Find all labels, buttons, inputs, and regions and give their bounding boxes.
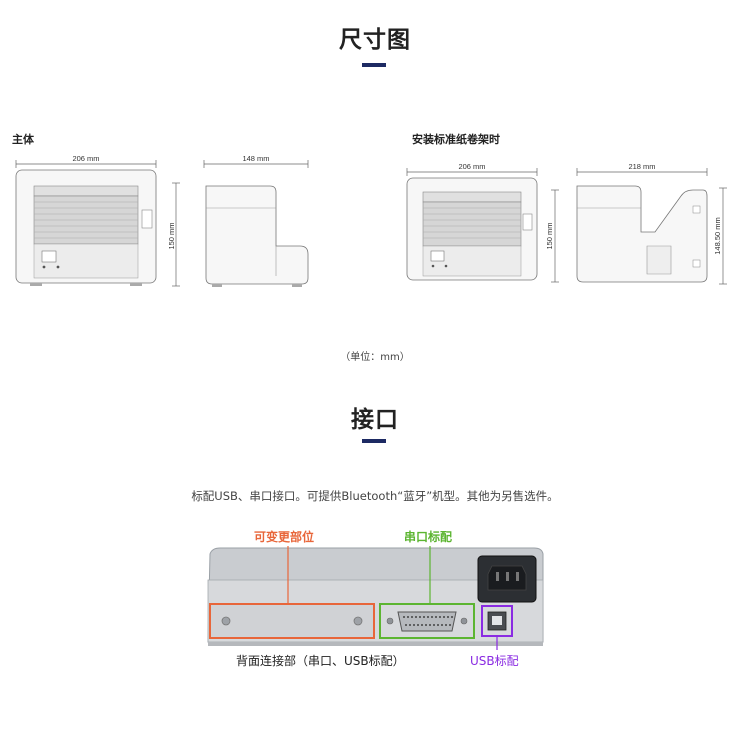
main-body-label: 主体 [12,133,34,146]
rear-connector-caption: 背面连接部（串口、USB标配） [236,654,405,668]
variable-part-callout: 可变更部位 [254,530,315,544]
rear-panel-illustration [207,546,544,650]
usb-port [481,605,513,637]
with-holder-label: 安装标准纸卷架时 [412,133,500,146]
serial-port [379,603,475,639]
serial-standard-callout: 串口标配 [404,530,453,544]
holder-side-view: 218 mm 148.50 mm [576,162,727,285]
main-body-drawing: 206 mm 150 mm 148 mm [15,154,309,287]
holder-front-view: 206 mm 150 mm [406,162,559,283]
body-side-depth-dim: 148 mm [242,154,269,163]
body-front-width-dim: 206 mm [72,154,99,163]
body-height-dim: 150 mm [167,222,176,249]
interface-title: 接口 [351,407,399,433]
holder-front-width-dim: 206 mm [458,162,485,171]
main-body-side-view: 148 mm [203,154,309,287]
interface-description: 标配USB、串口接口。可提供Bluetooth“蓝牙”机型。其他为另售选件。 [191,489,559,503]
dimensions-title-underline [362,63,386,67]
power-socket [477,555,537,603]
with-holder-drawing: 206 mm 150 mm 218 mm 148.50 mm [406,162,727,285]
usb-standard-callout: USB标配 [470,654,519,668]
holder-side-depth-dim: 218 mm [628,162,655,171]
interface-title-underline [362,439,386,443]
holder-side-height-dim: 148.50 mm [713,217,722,255]
variable-part-plate [209,603,375,639]
unit-note: （单位：mm） [340,352,410,363]
dimensions-title: 尺寸图 [339,27,411,53]
main-body-front-view: 206 mm 150 mm [15,154,180,287]
holder-front-height-dim: 150 mm [545,222,554,249]
